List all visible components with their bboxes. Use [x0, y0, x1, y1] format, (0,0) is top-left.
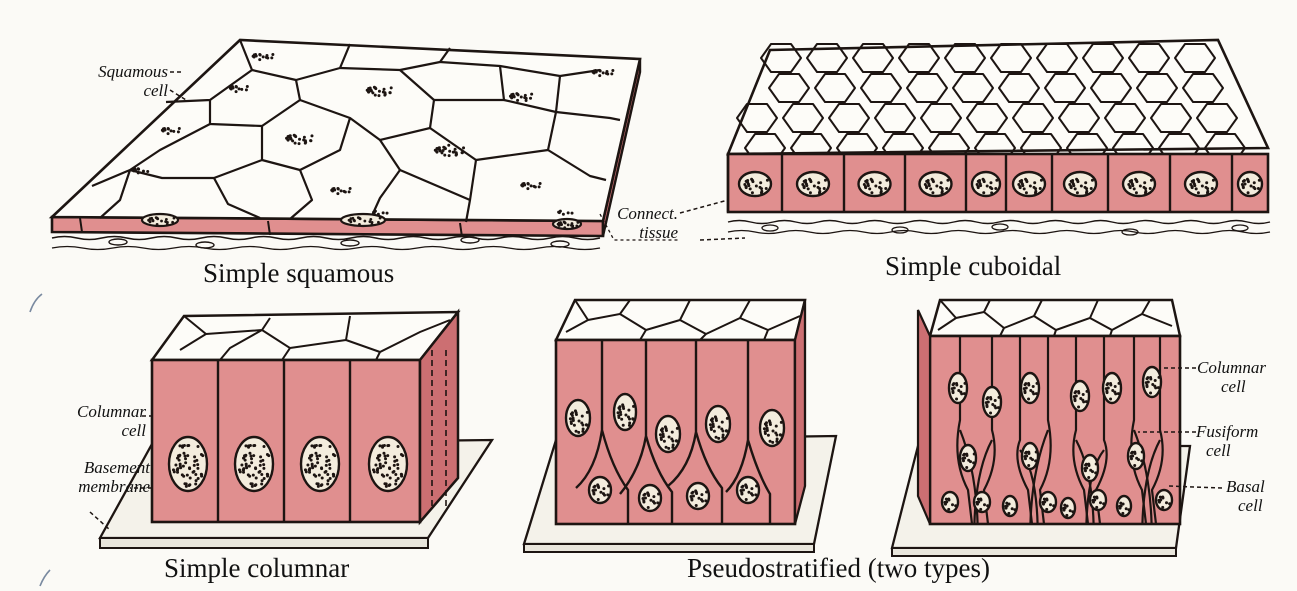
pseudo-nucleus — [974, 492, 990, 512]
pseudo-nucleus — [1040, 492, 1056, 512]
simple-cuboidal-figure — [600, 40, 1270, 240]
simple-columnar-caption: Simple columnar — [164, 553, 349, 584]
pseudo-nucleus — [1022, 443, 1038, 469]
columnar-nucleus — [369, 437, 407, 491]
pseudo-nucleus — [566, 400, 590, 436]
pseudo-nucleus — [1156, 490, 1172, 510]
simple-cuboidal-caption: Simple cuboidal — [885, 251, 1061, 282]
pseudo-nucleus — [1143, 367, 1161, 397]
pseudo-nucleus — [1071, 381, 1089, 411]
columnar-nucleus — [235, 437, 273, 491]
pseudo-nucleus — [1128, 443, 1144, 469]
pseudo-nucleus — [1061, 498, 1075, 518]
pseudo-nucleus — [656, 416, 680, 452]
cuboidal-nucleus — [1123, 172, 1155, 196]
pseudo-nucleus — [614, 394, 636, 430]
pseudo-nucleus — [1117, 496, 1131, 516]
cuboidal-nucleus — [1013, 172, 1045, 196]
pseudo-nucleus — [1021, 373, 1039, 403]
pseudo-nucleus — [589, 477, 611, 503]
pseudo-nucleus — [706, 406, 730, 442]
pseudo-nucleus — [960, 445, 976, 471]
cuboidal-nucleus — [797, 172, 829, 196]
pseudo-nucleus — [1082, 455, 1098, 481]
pseudo-nucleus — [737, 477, 759, 503]
pseudo-nucleus — [1090, 490, 1106, 510]
squamous-section-nucleus — [341, 214, 385, 226]
cuboidal-nucleus — [739, 172, 771, 196]
pseudo-nucleus — [1003, 496, 1017, 516]
cuboidal-nucleus — [1185, 172, 1217, 196]
cuboidal-nucleus — [1238, 172, 1262, 196]
squamous-connective-tissue — [52, 237, 600, 250]
pseudo-nucleus — [760, 410, 784, 446]
cuboidal-connective-tissue — [728, 221, 1270, 236]
pseudostratified-caption: Pseudostratified (two types) — [687, 553, 990, 584]
pseudo-nucleus — [1103, 373, 1121, 403]
pseudo-nucleus — [949, 373, 967, 403]
pseudo-nucleus — [983, 387, 1001, 417]
columnar-nucleus — [301, 437, 339, 491]
cuboidal-top-surface — [728, 40, 1268, 154]
pseudo-nucleus — [687, 483, 709, 509]
simple-squamous-caption: Simple squamous — [203, 258, 394, 289]
simple-columnar-figure — [90, 312, 492, 548]
cuboidal-nucleus — [1064, 172, 1096, 196]
cuboidal-nucleus — [859, 172, 891, 196]
columnar-nucleus — [169, 437, 207, 491]
pseudostratified-figure-right — [892, 300, 1222, 556]
squamous-section-nucleus — [553, 219, 581, 229]
pencil-check-mark — [40, 570, 50, 586]
cuboidal-nucleus — [972, 172, 1000, 196]
pseudostratified-figure-left — [524, 300, 836, 552]
pseudo-nucleus — [639, 485, 661, 511]
connective-tissue-label: Connect.tissue — [600, 204, 678, 242]
cuboidal-nucleus — [920, 172, 952, 196]
squamous-section-nucleus — [142, 214, 178, 226]
pseudo-nucleus — [942, 492, 958, 512]
pencil-check-mark — [30, 294, 42, 312]
